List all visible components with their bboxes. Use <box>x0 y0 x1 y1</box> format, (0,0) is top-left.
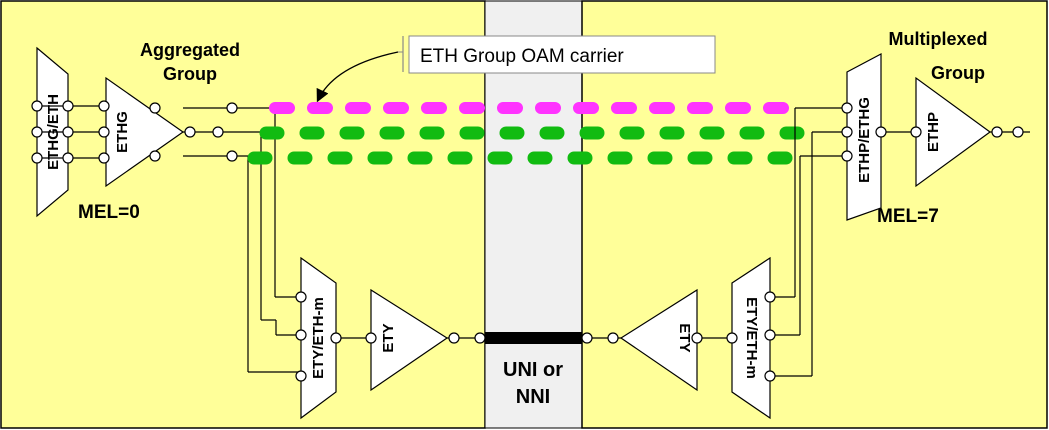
uni-nni-label-line2: NNI <box>516 386 550 408</box>
right-top-links <box>770 107 1030 377</box>
right-ety-eth-m-label: ETY/ETH-m <box>743 297 760 379</box>
left-top-ports <box>31 100 238 164</box>
left-ety-eth-m-block <box>300 256 337 420</box>
left-title-line2: Group <box>163 64 217 84</box>
right-title-line1: Multiplexed <box>888 29 987 49</box>
mel-right-label: MEL=7 <box>877 206 939 227</box>
callout-box <box>408 35 716 74</box>
right-ety-eth-m-block <box>731 256 771 420</box>
callout-arrow <box>316 51 399 103</box>
right-top-ports <box>841 102 1024 162</box>
left-bottom-ports <box>295 291 486 382</box>
right-bottom-ports <box>581 291 776 382</box>
uni-nni-label-line1: UNI or <box>503 359 563 381</box>
ethg-label: ETHG <box>114 111 131 153</box>
callout-text: ETH Group OAM carrier <box>420 46 624 67</box>
right-title-line2: Group <box>931 63 985 83</box>
left-ety-eth-m-label: ETY/ETH-m <box>310 297 327 379</box>
ethp-ethg-block <box>846 53 882 221</box>
ethp-label: ETHP <box>925 112 942 152</box>
mel-left-label: MEL=0 <box>78 202 140 223</box>
ethp-ethg-label: ETHP/ETHG <box>856 97 873 183</box>
left-title-line1: Aggregated <box>140 40 240 60</box>
right-ety-label: ETY <box>676 323 693 352</box>
left-ety-label: ETY <box>380 323 397 352</box>
